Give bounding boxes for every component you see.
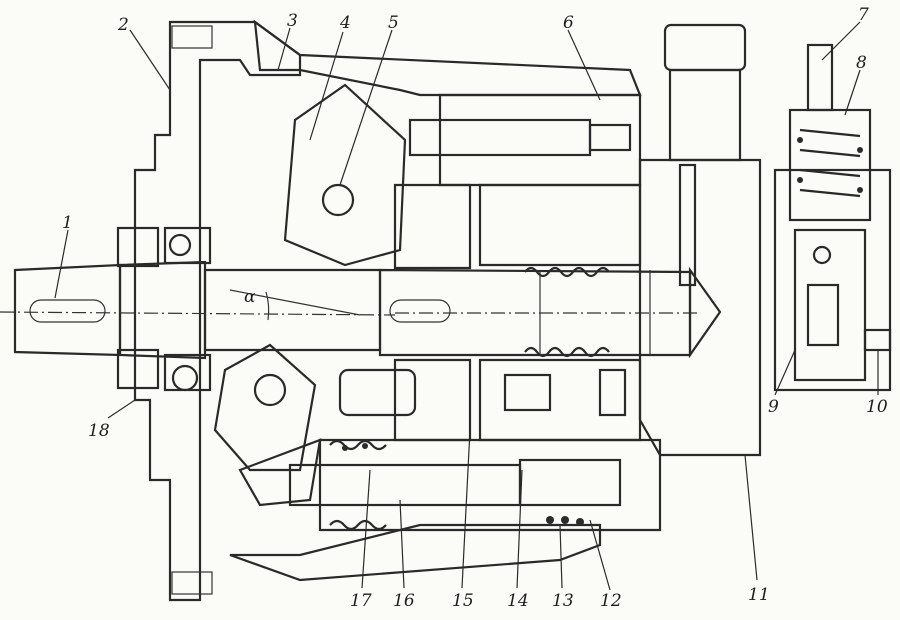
callout-15: 15 xyxy=(452,591,474,611)
callout-1: 1 xyxy=(62,213,73,233)
callout-10: 10 xyxy=(866,397,888,417)
leader-lines xyxy=(54,21,879,591)
callout-3: 3 xyxy=(287,11,298,31)
callout-18: 18 xyxy=(88,421,110,441)
callout-13: 13 xyxy=(552,591,574,611)
callout-8: 8 xyxy=(856,53,867,73)
regulator-valve xyxy=(773,43,892,392)
callout-4: 4 xyxy=(339,13,351,33)
callout-16: 16 xyxy=(393,591,415,611)
lower-servo-cylinder xyxy=(288,438,662,532)
callout-7: 7 xyxy=(858,5,869,25)
angle-indicator: α xyxy=(229,287,361,321)
callout-5: 5 xyxy=(388,13,399,33)
callout-labels: 1 2 3 4 5 6 7 8 9 10 11 12 13 14 15 16 1… xyxy=(62,5,888,611)
center-spring xyxy=(524,266,651,358)
callout-17: 17 xyxy=(350,591,372,611)
callout-14: 14 xyxy=(507,591,529,611)
rear-cover xyxy=(638,158,762,457)
callout-6: 6 xyxy=(563,13,574,33)
callout-11: 11 xyxy=(748,585,770,605)
tilted-plate-assembly xyxy=(168,83,407,507)
cylinder-block xyxy=(338,183,700,442)
angle-symbol: α xyxy=(244,287,256,307)
callout-2: 2 xyxy=(117,15,129,35)
pump-housing xyxy=(229,19,642,582)
callout-9: 9 xyxy=(768,397,779,417)
front-cover xyxy=(133,20,302,602)
front-bearings xyxy=(116,226,212,392)
callout-12: 12 xyxy=(600,591,622,611)
